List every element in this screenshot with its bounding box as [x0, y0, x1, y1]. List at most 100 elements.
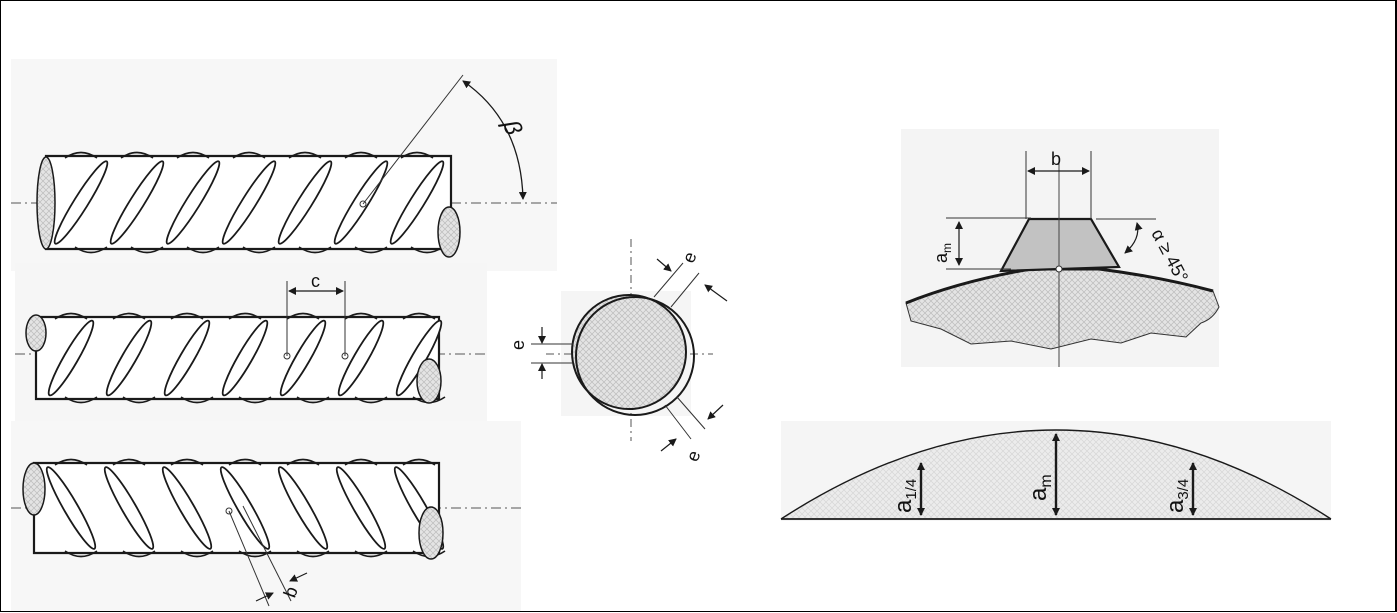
rib-top-bump — [402, 312, 436, 320]
transverse-rib — [219, 466, 271, 550]
beta-arc — [462, 80, 527, 200]
rib-top-bump — [176, 151, 210, 159]
rib-top-bump — [228, 312, 262, 320]
bar-end-right-1 — [437, 206, 461, 258]
ribs-1 — [53, 151, 445, 254]
rib-top-bump — [112, 312, 146, 320]
bar-end-right-3 — [418, 506, 444, 560]
transverse-rib — [165, 160, 221, 245]
beta-ref-line — [362, 74, 464, 205]
e-lower-arrow-2 — [707, 404, 724, 420]
ribs-2 — [47, 312, 446, 404]
am-top-label: am — [931, 243, 954, 263]
cross-section: e e e — [508, 239, 728, 464]
rib-bottom-bump — [180, 550, 214, 558]
rib-top-bump — [54, 312, 88, 320]
ribs-3 — [45, 458, 446, 558]
bar-end-left-3 — [22, 462, 46, 516]
am-top-label-main: a — [931, 252, 951, 263]
rib-bottom-bump — [296, 550, 330, 558]
rib-bottom-bump — [354, 550, 388, 558]
am-label-sub: m — [1038, 474, 1055, 487]
rib-bottom-bump — [354, 246, 388, 254]
rib-bottom-bump — [130, 246, 164, 254]
rib-top-bump — [112, 458, 146, 466]
a34-label: a3/4 — [1162, 479, 1192, 513]
rib-top-bump — [344, 151, 378, 159]
bar-end-right-2 — [416, 358, 442, 404]
transverse-rib — [277, 466, 329, 550]
e-lower-ext-2 — [676, 396, 706, 430]
transverse-rib — [105, 319, 153, 397]
e-upper-ext-1 — [653, 262, 684, 298]
rib-base-point — [1055, 265, 1063, 273]
rib-bottom-bump — [242, 246, 276, 254]
rebar-view-2: c — [15, 263, 487, 423]
rib-top-bump — [232, 151, 266, 159]
bar-end-left-2 — [25, 314, 47, 352]
rib-top-bump — [286, 458, 320, 466]
e-lower-arrow-1 — [660, 438, 677, 452]
rib-bottom-bump — [64, 550, 98, 558]
rib-top-bump — [64, 151, 98, 159]
transverse-rib — [53, 160, 109, 245]
rib-bottom-bump — [122, 550, 156, 558]
transverse-rib — [103, 466, 155, 550]
rib-top-bump — [400, 151, 434, 159]
e-upper-label: e — [678, 249, 700, 265]
transverse-rib — [109, 160, 165, 245]
rib-top-bump — [402, 458, 436, 466]
b-arrow-left — [255, 592, 274, 602]
rib-bottom-bump — [64, 396, 98, 404]
e-upper-arrow-1 — [656, 258, 672, 272]
am-label: am — [1025, 474, 1055, 501]
transverse-rib — [161, 466, 213, 550]
a14-label-sub: 1/4 — [903, 479, 920, 500]
rib-top-bump — [344, 312, 378, 320]
e-lower-ext-1 — [664, 404, 692, 440]
rib-bottom-bump — [180, 396, 214, 404]
rib-top-bump — [170, 458, 204, 466]
e-gap-label: e — [508, 340, 528, 350]
rib-top-bump — [344, 458, 378, 466]
a14-label: a1/4 — [890, 479, 920, 513]
e-lower-label: e — [682, 448, 704, 464]
transverse-rib — [221, 319, 269, 397]
alpha-arc — [1124, 222, 1143, 254]
rib-top-bump — [286, 312, 320, 320]
a14-label-main: a — [890, 499, 917, 513]
bar-end-left-1 — [36, 156, 56, 250]
rib-profile: b am α ≥ 45° — [901, 129, 1220, 367]
rebar-view-3: b — [11, 421, 521, 611]
rib-top-bump — [54, 458, 88, 466]
rib-top-bump — [120, 151, 154, 159]
transverse-rib — [279, 319, 327, 397]
transverse-rib — [389, 160, 445, 245]
transverse-rib — [163, 319, 211, 397]
c-label: c — [311, 271, 320, 291]
transverse-rib — [277, 160, 333, 245]
rib-height-profile: am a1/4 a3/4 — [780, 421, 1332, 521]
a34-label-sub: 3/4 — [1175, 479, 1192, 500]
e-upper-arrow-2 — [704, 284, 728, 302]
rib-bottom-bump — [122, 396, 156, 404]
rib-bottom-bump — [186, 246, 220, 254]
transverse-rib — [47, 319, 95, 397]
b-ref-line-1 — [228, 510, 270, 607]
transverse-rib — [221, 160, 277, 245]
rebar-view-1: β — [11, 59, 557, 271]
transverse-rib — [337, 319, 385, 397]
b-arrow-right — [289, 572, 308, 582]
b-label: b — [1051, 149, 1061, 169]
rib-bottom-bump — [74, 246, 108, 254]
am-label-main: a — [1025, 487, 1052, 501]
section-circle-outer — [571, 294, 687, 410]
transverse-rib — [45, 466, 97, 550]
section-circle-offset — [575, 296, 695, 416]
rib-bottom-bump — [354, 396, 388, 404]
e-upper-ext-2 — [670, 272, 700, 308]
transverse-rib — [335, 466, 387, 550]
b-ref-line-2 — [242, 505, 292, 602]
